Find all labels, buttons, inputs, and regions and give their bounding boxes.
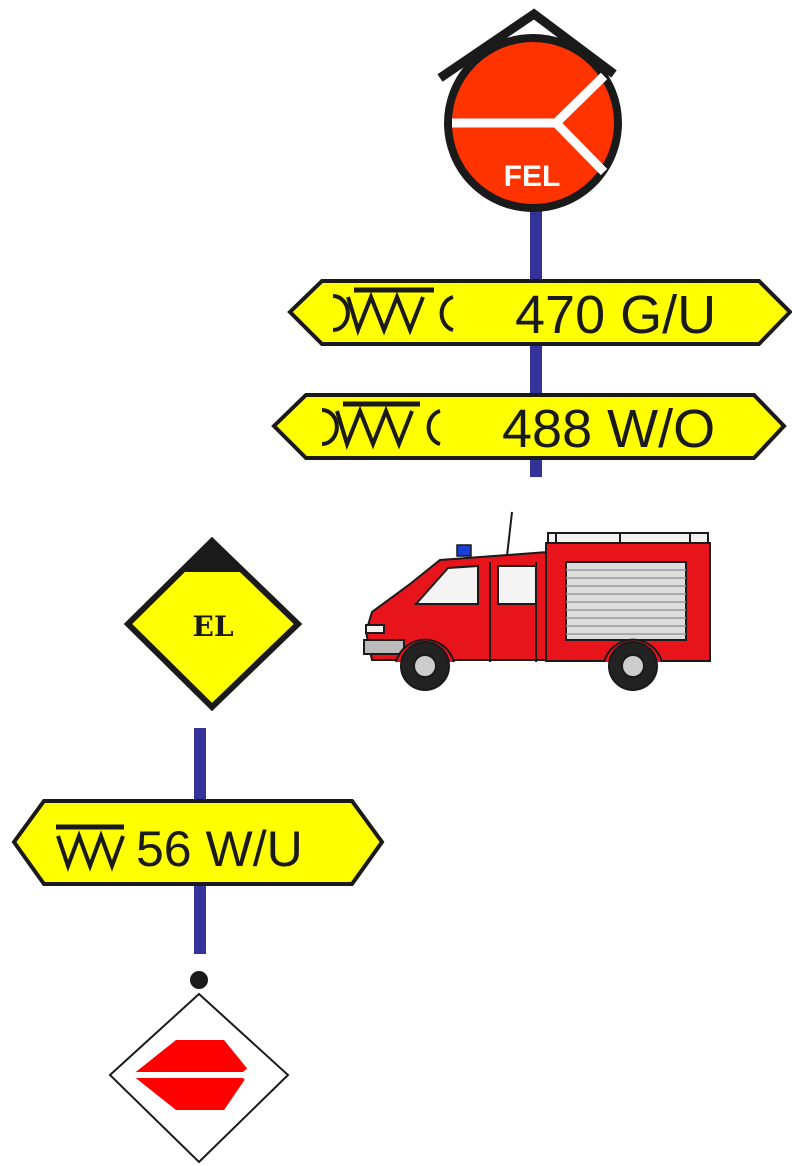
radio-link-icon	[56, 824, 125, 873]
connection-lines	[194, 205, 542, 954]
cable-sign-488: 488 W/O	[271, 393, 787, 460]
leadership-diamond-icon: EL	[123, 536, 303, 712]
fire-truck-icon	[363, 511, 711, 691]
unit-label: EL	[192, 610, 233, 643]
command-post-label: FEL	[504, 160, 561, 193]
telephone-cable-icon	[321, 401, 441, 451]
radio-sign-56: 56 W/U	[11, 799, 385, 886]
telecom-unit-diamond-icon	[108, 971, 290, 1164]
sign-56-text: 56 W/U	[136, 821, 303, 877]
cable-sign-470: 470 G/U	[287, 279, 792, 346]
sign-470-text: 470 G/U	[515, 285, 716, 345]
sign-488-text: 488 W/O	[502, 399, 715, 459]
telephone-cable-icon	[332, 287, 454, 337]
command-post-circle-icon: FEL	[437, 8, 622, 212]
connector-dot	[190, 971, 208, 989]
